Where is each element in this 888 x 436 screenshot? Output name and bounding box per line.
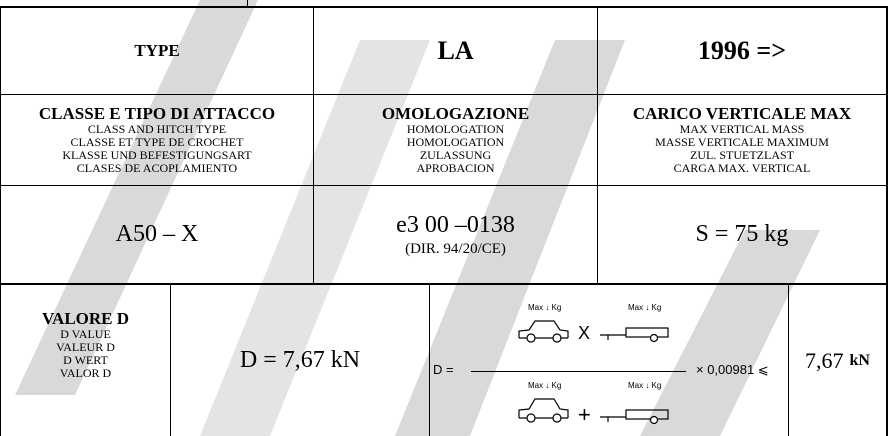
omologazione-line: HOMOLOGATION	[406, 122, 505, 136]
classe-line: KLASSE UND BEFESTIGUNGSART	[62, 148, 252, 162]
type-label-cell: TYPE	[1, 8, 313, 94]
omologazione-line: HOMOLOGATION	[406, 135, 505, 149]
years-value: 1996 =>	[697, 36, 787, 65]
model-value: LA	[437, 36, 474, 65]
car-icon	[518, 320, 569, 343]
d-formula: Max ↓ Kg Max ↓ Kg X D = × 0,00981 ⩽ Max …	[433, 300, 788, 436]
formula-prefix: D =	[433, 362, 454, 377]
formula-label: Max ↓ Kg	[528, 381, 562, 390]
classe-line: CLASES DE ACOPLAMIENTO	[76, 161, 238, 175]
omologazione-header: OMOLOGAZIONE HOMOLOGATION HOMOLOGATION Z…	[314, 95, 597, 185]
carico-value-cell: S = 75 kg	[598, 186, 886, 283]
formula-label: Max ↓ Kg	[528, 303, 562, 312]
result-unit: kN	[849, 351, 870, 369]
car-icon	[518, 398, 569, 423]
classe-value-cell: A50 – X	[1, 186, 313, 283]
classe-line: CLASS AND HITCH TYPE	[87, 122, 227, 136]
result-number: 7,67	[805, 347, 844, 373]
carico-line: MAX VERTICAL MASS	[679, 122, 805, 136]
carico-line: ZUL. STUETZLAST	[690, 148, 794, 162]
omologazione-value-cell: e3 00 –0138 (DIR. 94/20/CE)	[314, 186, 597, 283]
valore-d-line: VALEUR D	[56, 340, 115, 354]
type-label: TYPE	[134, 41, 180, 60]
valore-d-header: VALORE D D VALUE VALEUR D D WERT VALOR D	[1, 285, 170, 436]
result-cell: 7,67 kN	[789, 285, 886, 436]
carico-line: MASSE VERTICALE MAXIMUM	[655, 135, 829, 149]
model-cell: LA	[314, 8, 597, 94]
formula-factor: × 0,00981 ⩽	[696, 362, 769, 377]
carico-line: CARGA MAX. VERTICAL	[673, 161, 811, 175]
formula-label: Max ↓ Kg	[628, 303, 662, 312]
d-value-cell: D = 7,67 kN	[171, 285, 429, 436]
classe-line: CLASSE ET TYPE DE CROCHET	[70, 135, 244, 149]
plus-sign: +	[578, 402, 591, 427]
omologazione-line: ZULASSUNG	[419, 148, 492, 162]
directive-note: (DIR. 94/20/CE)	[405, 240, 506, 257]
omologazione-line: APROBACION	[416, 161, 495, 175]
multiply-sign: X	[578, 323, 591, 343]
carico-value: S = 75 kg	[695, 221, 789, 247]
fraction-bar	[471, 371, 686, 372]
valore-d-line: D WERT	[63, 353, 108, 367]
formula-label: Max ↓ Kg	[628, 381, 662, 390]
valore-d-line: D VALUE	[60, 327, 111, 341]
trailer-icon	[600, 409, 669, 425]
valore-d-line: VALOR D	[59, 366, 112, 380]
trailer-icon	[600, 327, 669, 343]
omologazione-title: OMOLOGAZIONE	[381, 104, 530, 123]
classe-header: CLASSE E TIPO DI ATTACCO CLASS AND HITCH…	[1, 95, 313, 185]
carico-header: CARICO VERTICALE MAX MAX VERTICAL MASS M…	[598, 95, 886, 185]
omologazione-value: e3 00 –0138	[396, 211, 515, 238]
years-cell: 1996 =>	[598, 8, 886, 94]
carico-title: CARICO VERTICALE MAX	[632, 104, 852, 123]
d-value: D = 7,67 kN	[239, 347, 361, 373]
valore-d-title: VALORE D	[41, 309, 130, 328]
classe-value: A50 – X	[115, 221, 199, 247]
classe-title: CLASSE E TIPO DI ATTACCO	[38, 104, 276, 123]
